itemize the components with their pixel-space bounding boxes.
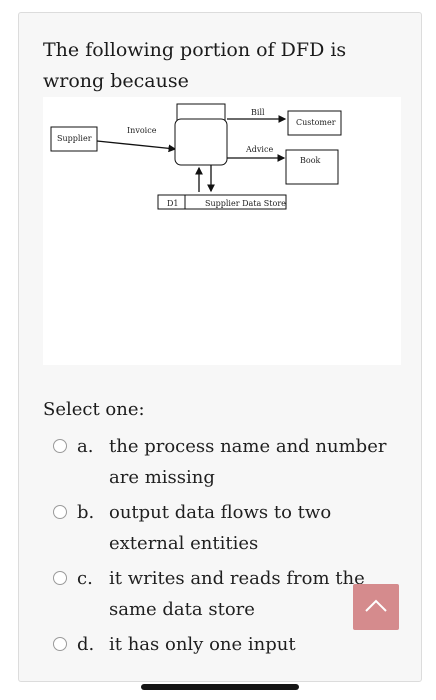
option-c-letter: c. xyxy=(77,568,93,589)
option-d-text[interactable]: it has only one input xyxy=(109,634,296,655)
radio-b[interactable] xyxy=(53,505,67,519)
supplier-entity xyxy=(50,126,98,152)
option-a-text[interactable]: the process name and number are missing xyxy=(109,436,387,488)
dfd-diagram: Supplier Invoice Bill Customer Advice Bo… xyxy=(50,103,342,210)
radio-a[interactable] xyxy=(53,439,67,453)
customer-entity xyxy=(287,110,342,136)
customer-label: Customer xyxy=(296,118,336,127)
invoice-label: Invoice xyxy=(127,126,157,135)
store-name-label: Supplier Data Store xyxy=(205,199,286,208)
question-card: The following portion of DFD is wrong be… xyxy=(18,12,422,682)
process-id-box xyxy=(176,103,226,121)
option-b-text[interactable]: output data flows to two external entiti… xyxy=(109,502,332,554)
store-id-label: D1 xyxy=(167,199,179,208)
process-shape xyxy=(174,118,228,166)
scroll-to-top-button[interactable] xyxy=(353,584,399,630)
option-b-letter: b. xyxy=(77,502,95,523)
advice-label: Advice xyxy=(245,145,273,154)
radio-d[interactable] xyxy=(53,637,67,651)
supplier-label: Supplier xyxy=(57,134,92,143)
option-d-letter: d. xyxy=(77,634,95,655)
home-indicator[interactable] xyxy=(141,684,299,690)
option-a-letter: a. xyxy=(77,436,94,457)
book-label: Book xyxy=(300,156,321,165)
radio-c[interactable] xyxy=(53,571,67,585)
dfd-figure: Supplier Invoice Bill Customer Advice Bo… xyxy=(43,97,401,365)
invoice-flow xyxy=(96,140,177,153)
chevron-up-icon xyxy=(365,599,387,612)
option-c-text[interactable]: it writes and reads from the same data s… xyxy=(109,568,365,620)
question-text: The following portion of DFD is wrong be… xyxy=(43,39,347,92)
bill-label: Bill xyxy=(251,108,265,117)
select-one-label: Select one: xyxy=(43,399,145,420)
book-entity xyxy=(285,149,339,185)
data-store xyxy=(157,194,287,210)
